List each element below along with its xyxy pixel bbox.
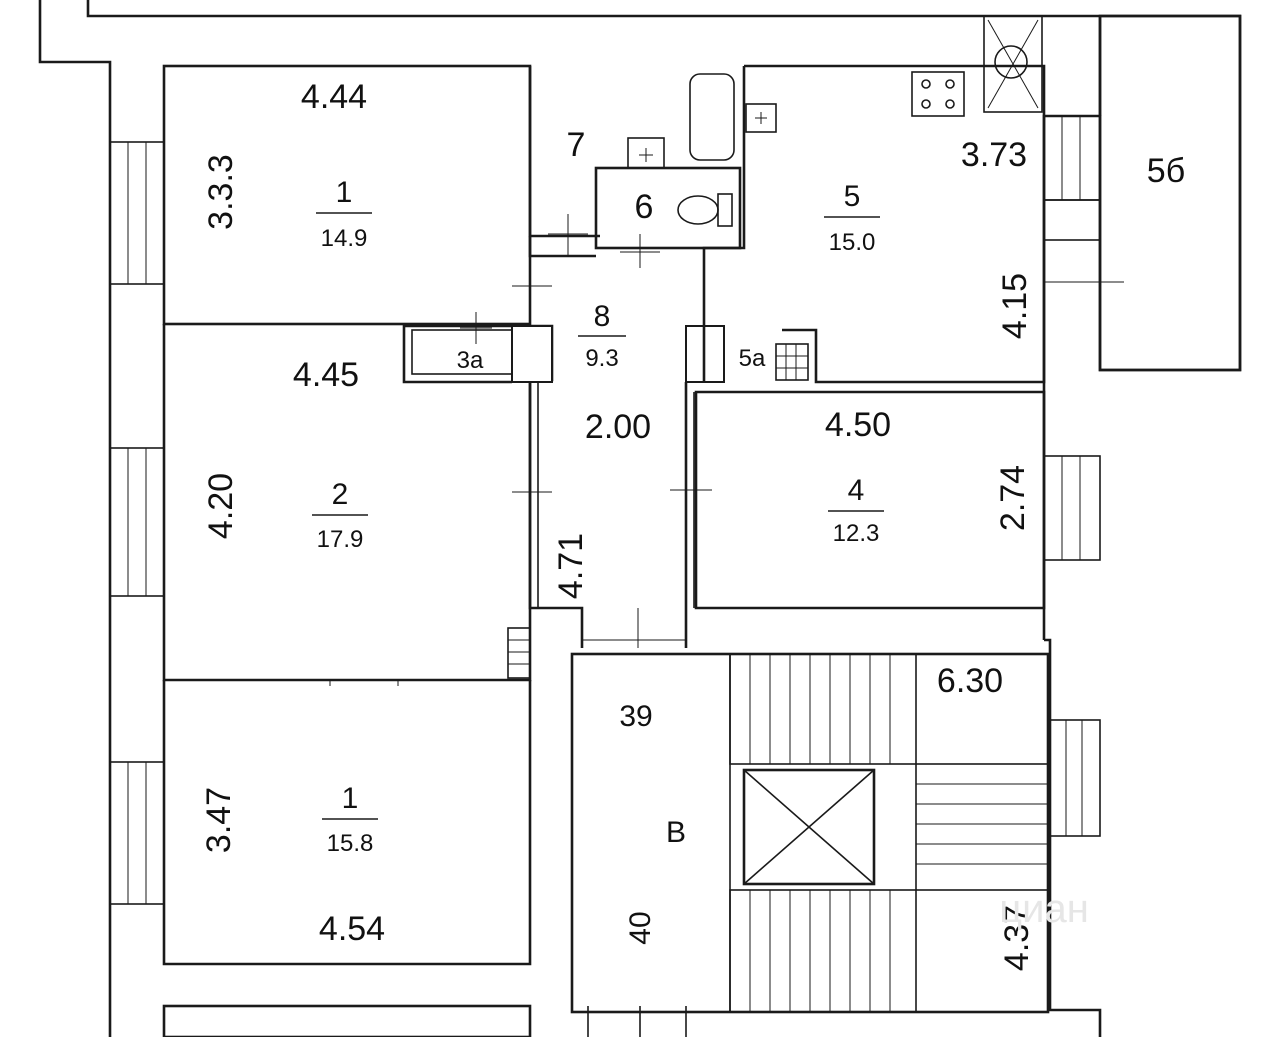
dimension: 4.54 bbox=[319, 910, 385, 948]
room-area: 17.9 bbox=[317, 526, 364, 553]
room-area: 9.3 bbox=[585, 345, 618, 372]
dimension: 3.47 bbox=[200, 787, 238, 853]
room-number: 8 bbox=[594, 300, 611, 333]
dimension: 6.30 bbox=[937, 662, 1003, 700]
room-area: 15.8 bbox=[327, 830, 374, 857]
room-area: 15.0 bbox=[829, 229, 876, 256]
bathtub-icon bbox=[689, 73, 735, 161]
fixtures bbox=[460, 15, 1043, 679]
radiator-icon bbox=[775, 343, 809, 381]
room-labels: 1 14.9 2 17.9 1 15.8 3а 4 12.3 5 15.0 5а… bbox=[312, 126, 1185, 945]
dimension-labels: 4.44 3.3.3 4.45 4.20 3.47 4.54 2.00 4.71… bbox=[200, 78, 1036, 971]
room-number: 5а bbox=[739, 345, 766, 372]
room-area: 12.3 bbox=[833, 520, 880, 547]
vent-shaft-icon bbox=[983, 15, 1043, 113]
dimension: 2.74 bbox=[994, 465, 1032, 531]
balcony bbox=[1098, 14, 1242, 372]
room-number: В bbox=[666, 816, 686, 849]
elevator-shaft bbox=[742, 768, 876, 886]
room-number: 39 bbox=[619, 700, 652, 733]
dimension: 4.71 bbox=[552, 533, 590, 599]
room-number: 6 bbox=[635, 188, 654, 226]
dimension: 4.37 bbox=[998, 905, 1036, 971]
sink-icon bbox=[745, 103, 777, 133]
dimension: 4.50 bbox=[825, 406, 891, 444]
room-number: 1 bbox=[342, 782, 359, 815]
room-number: 40 bbox=[624, 911, 657, 944]
dimension: 4.44 bbox=[301, 78, 367, 116]
stove-icon bbox=[911, 71, 965, 117]
dimension: 3.73 bbox=[961, 136, 1027, 174]
dimension: 4.20 bbox=[202, 473, 240, 539]
windows-right bbox=[1043, 115, 1124, 837]
sink-icon bbox=[627, 137, 665, 169]
room-number: 3а bbox=[457, 347, 484, 374]
room-number: 5б bbox=[1147, 152, 1185, 190]
dimension: 4.15 bbox=[996, 273, 1034, 339]
staircase bbox=[570, 652, 1050, 1014]
watermark-logo: циан bbox=[999, 887, 1089, 931]
dimension: 2.00 bbox=[585, 408, 651, 446]
windows-left bbox=[109, 141, 165, 905]
interior-walls bbox=[162, 64, 1046, 1037]
room-number: 1 bbox=[336, 176, 353, 209]
dimension: 3.3.3 bbox=[202, 154, 240, 230]
room-number: 7 bbox=[567, 126, 586, 164]
room-area: 14.9 bbox=[321, 225, 368, 252]
dimension: 4.45 bbox=[293, 356, 359, 394]
toilet-icon bbox=[677, 195, 719, 225]
radiator-icon bbox=[507, 627, 531, 679]
room-number: 5 bbox=[844, 180, 861, 213]
room-number: 2 bbox=[332, 478, 349, 511]
room-number: 4 bbox=[848, 474, 865, 507]
